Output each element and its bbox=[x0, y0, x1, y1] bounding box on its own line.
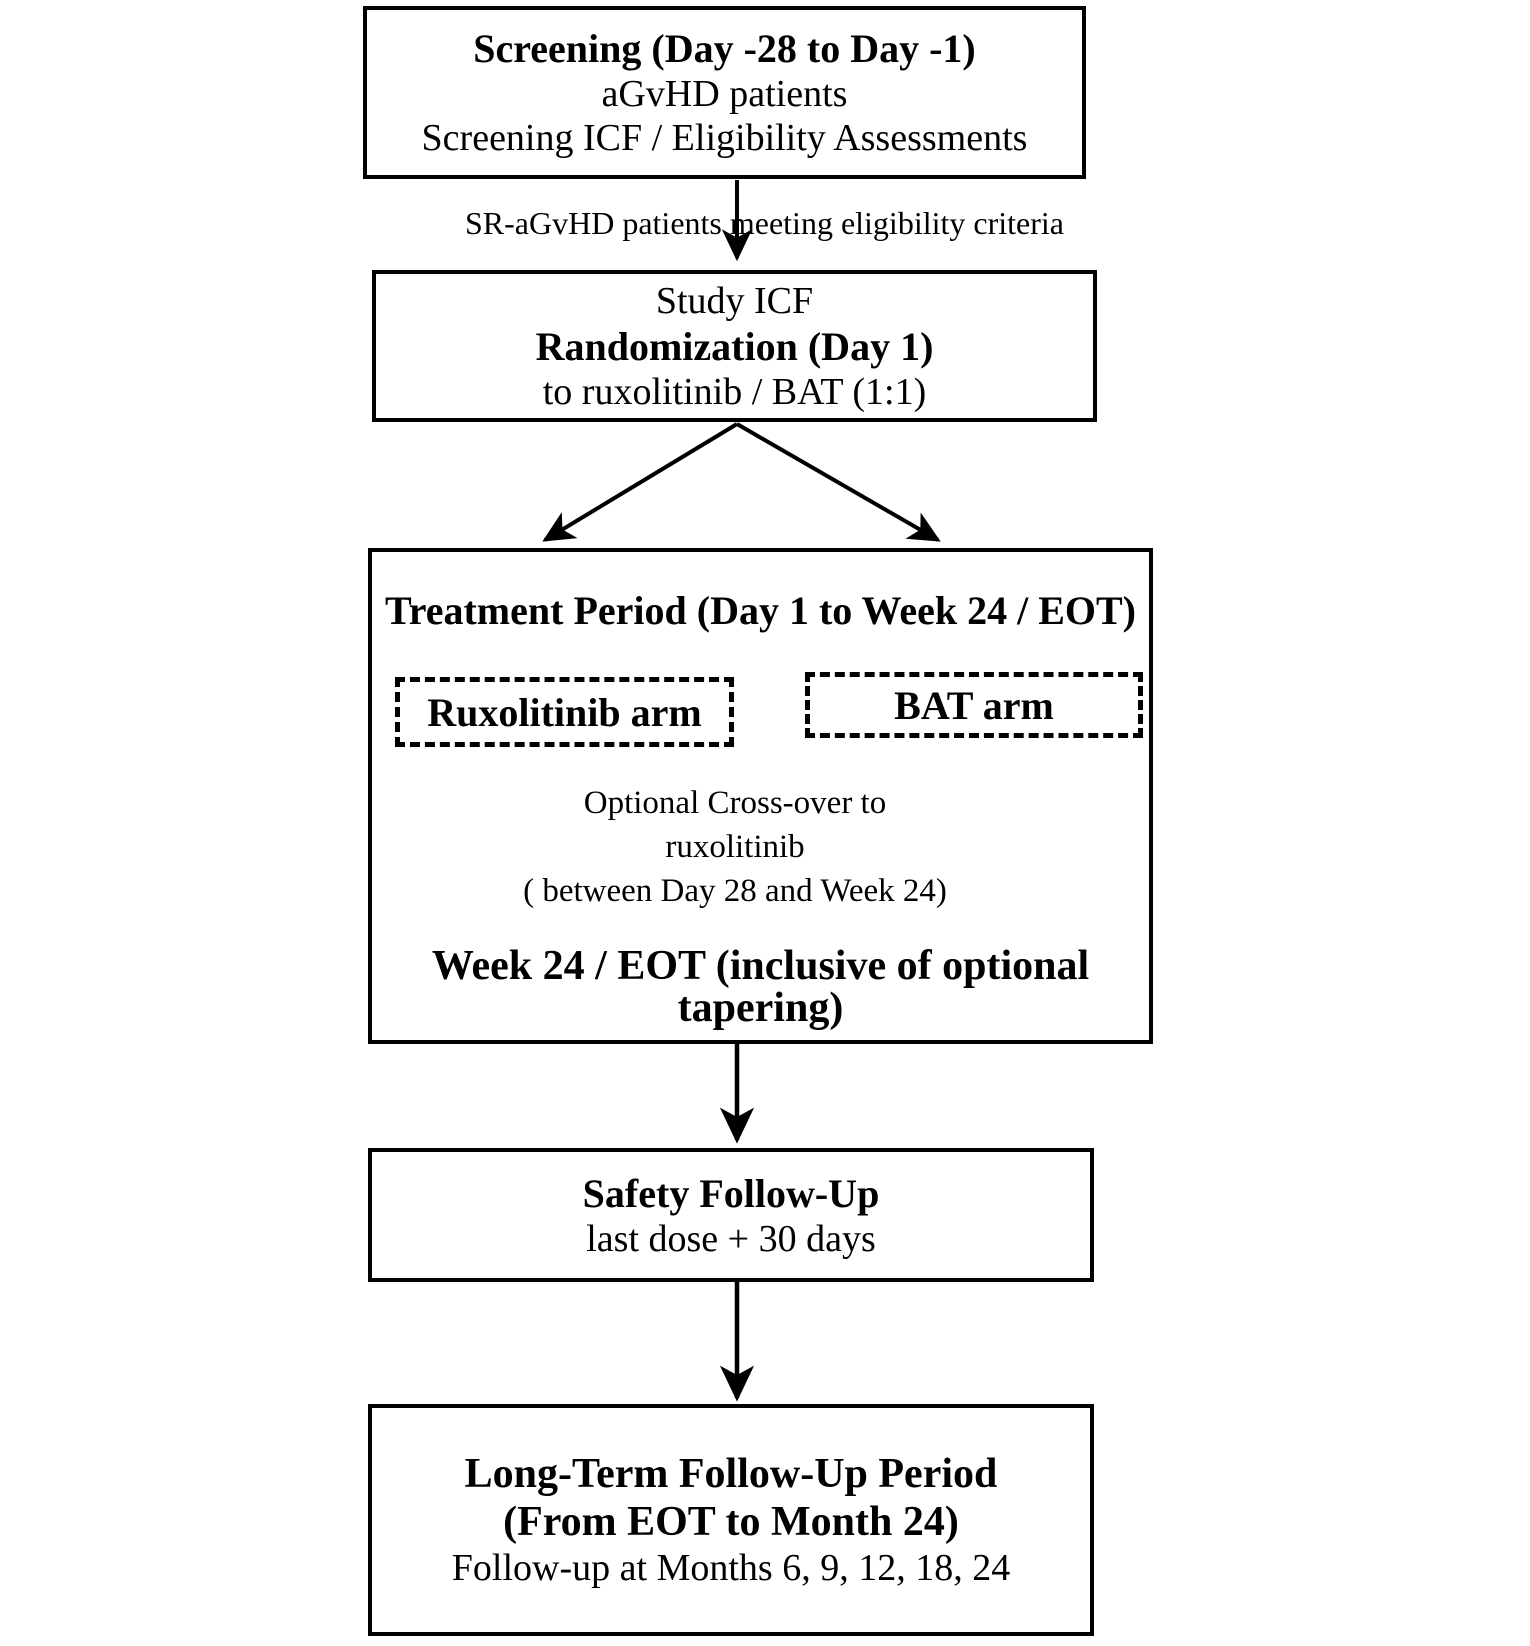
screening-population: aGvHD patients bbox=[601, 73, 848, 115]
crossover-label-line2: ruxolitinib bbox=[665, 829, 805, 865]
node-screening[interactable]: Screening (Day -28 to Day -1) aGvHD pati… bbox=[363, 6, 1086, 179]
arm-bat[interactable]: BAT arm bbox=[805, 672, 1143, 738]
arm-bat-label: BAT arm bbox=[894, 682, 1054, 728]
longterm-visits: Follow-up at Months 6, 9, 12, 18, 24 bbox=[451, 1547, 1011, 1589]
randomization-icf: Study ICF bbox=[655, 279, 814, 322]
arm-ruxolitinib[interactable]: Ruxolitinib arm bbox=[395, 677, 734, 747]
node-longterm-followup[interactable]: Long-Term Follow-Up Period (From EOT to … bbox=[368, 1404, 1094, 1636]
longterm-range: (From EOT to Month 24) bbox=[503, 1499, 959, 1545]
treatment-period-header: Treatment Period (Day 1 to Week 24 / EOT… bbox=[384, 588, 1136, 633]
arrow-randomization-split-right bbox=[736, 422, 941, 542]
arm-ruxolitinib-label: Ruxolitinib arm bbox=[427, 689, 702, 735]
screening-assessments: Screening ICF / Eligibility Assessments bbox=[421, 117, 1028, 159]
eot-label-line2: tapering) bbox=[677, 985, 844, 1031]
safety-detail: last dose + 30 days bbox=[586, 1217, 876, 1260]
randomization-allocation: to ruxolitinib / BAT (1:1) bbox=[542, 370, 927, 413]
screening-title: Screening (Day -28 to Day -1) bbox=[473, 26, 976, 71]
longterm-title: Long-Term Follow-Up Period bbox=[464, 1451, 998, 1497]
node-safety-followup[interactable]: Safety Follow-Up last dose + 30 days bbox=[368, 1148, 1094, 1282]
randomization-title: Randomization (Day 1) bbox=[535, 323, 934, 369]
edge-label-eligibility: SR-aGvHD patients meeting eligibility cr… bbox=[465, 205, 1064, 241]
eot-label-line1: Week 24 / EOT (inclusive of optional bbox=[431, 943, 1090, 989]
node-randomization[interactable]: Study ICF Randomization (Day 1) to ruxol… bbox=[372, 270, 1097, 422]
crossover-label-line3: ( between Day 28 and Week 24) bbox=[523, 873, 947, 909]
arrow-randomization-split-left bbox=[542, 422, 739, 542]
node-treatment-period[interactable] bbox=[368, 548, 1153, 1044]
safety-title: Safety Follow-Up bbox=[582, 1170, 880, 1216]
crossover-label-line1: Optional Cross-over to bbox=[583, 785, 887, 821]
